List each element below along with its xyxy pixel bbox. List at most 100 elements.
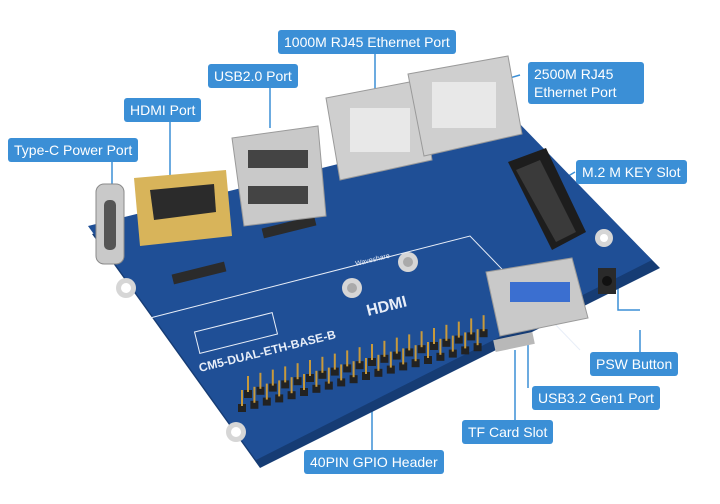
gpio-pin [451, 335, 454, 352]
gpio-pin-base [312, 384, 321, 393]
gpio-pin-base [399, 362, 408, 371]
gpio-pin [377, 354, 380, 371]
gpio-pin [383, 340, 386, 357]
gpio-pin [259, 372, 262, 389]
gpio-pin-base [287, 391, 296, 400]
gpio-pin [389, 351, 392, 368]
gpio-pin-base [417, 345, 426, 354]
gpio-pin [309, 360, 311, 376]
usb32-port [485, 257, 589, 337]
gpio-pin [346, 350, 349, 367]
gpio-pin [395, 337, 398, 354]
gpio-pin-base [244, 390, 252, 398]
gpio-pin [408, 334, 411, 351]
gpio-pin [476, 329, 479, 346]
gpio-callout: 40PIN GPIO Header [304, 450, 444, 474]
gpio-pin-base [374, 368, 383, 377]
gpio-pin-base [355, 361, 364, 370]
gpio-pin [296, 363, 299, 380]
m2-slot [508, 148, 586, 250]
gpio-pin-base [238, 404, 246, 412]
gpio-pin-base [362, 372, 370, 380]
gpio-pin-base [262, 397, 271, 406]
gpio-pin-base [300, 388, 308, 396]
gpio-pin-base [343, 364, 352, 373]
typec-callout: Type-C Power Port [8, 138, 139, 162]
ethernet-2500m-callout-line1: 2500M RJ45 [534, 66, 614, 82]
gpio-pin-base [461, 346, 470, 355]
gpio-pin [271, 369, 274, 386]
usb20-callout: USB2.0 Port [208, 64, 298, 88]
gpio-pin-base [392, 351, 401, 360]
gpio-pin-base [454, 335, 463, 344]
gpio-pin [482, 315, 485, 332]
gpio-pin-base [479, 329, 488, 338]
gpio-pin-base [405, 348, 414, 357]
psw-button [598, 268, 616, 294]
gpio-pin [321, 356, 324, 373]
gpio-pin [371, 344, 373, 360]
gpio-pin [340, 364, 343, 381]
gpio-header [238, 315, 488, 412]
gpio-pin-base [424, 356, 432, 364]
gpio-pin [327, 367, 330, 384]
gpio-pin [303, 374, 305, 390]
gpio-pin [464, 332, 467, 349]
gpio-pin-base [337, 378, 346, 387]
ethernet-2500m-callout: 2500M RJ45 Ethernet Port [528, 62, 644, 104]
gpio-pin [241, 390, 243, 406]
gpio-pin-base [430, 342, 438, 350]
gpio-pin-base [368, 358, 376, 366]
typec-port [95, 183, 125, 265]
gpio-pin [433, 328, 435, 344]
gpio-pin [247, 376, 249, 392]
gpio-pin [445, 324, 448, 341]
gpio-pin-base [281, 380, 290, 389]
gpio-pin [439, 338, 442, 355]
gpio-pin-base [380, 354, 389, 363]
gpio-pin [402, 348, 405, 365]
gpio-pin-base [411, 359, 420, 368]
gpio-pin [265, 383, 268, 400]
psw-callout: PSW Button [590, 352, 679, 376]
gpio-pin [427, 342, 429, 358]
rj45-1000m-port [325, 79, 433, 181]
tf-callout: TF Card Slot [462, 420, 554, 444]
gpio-pin [358, 347, 361, 364]
gpio-pin-base [349, 375, 358, 384]
ethernet-2500m-callout-line2: Ethernet Port [534, 84, 617, 100]
gpio-pin [253, 386, 256, 403]
hdmi-callout: HDMI Port [124, 98, 202, 122]
hdmi-port [134, 170, 232, 246]
gpio-pin [420, 331, 423, 348]
gpio-pin-base [473, 343, 482, 352]
gpio-pin-base [448, 349, 457, 358]
gpio-pin-base [275, 394, 284, 403]
gpio-pin [365, 358, 367, 374]
gpio-pin [278, 380, 281, 397]
gpio-pin [414, 345, 417, 362]
gpio-pin [457, 321, 460, 338]
gpio-pin-base [250, 400, 259, 409]
gpio-pin [470, 318, 473, 335]
gpio-pin-base [330, 367, 339, 376]
gpio-pin [284, 366, 287, 383]
gpio-pin [333, 353, 336, 370]
tf-card-slot [493, 331, 535, 353]
gpio-pin-base [386, 365, 395, 374]
usb32-callout: USB3.2 Gen1 Port [532, 386, 660, 410]
gpio-pin-base [467, 332, 476, 341]
gpio-pin [290, 377, 293, 394]
gpio-pin-base [268, 383, 277, 392]
gpio-pin-base [324, 381, 333, 390]
m2-callout: M.2 M KEY Slot [576, 160, 687, 184]
gpio-pin-base [306, 374, 314, 382]
ethernet-1000m-callout: 1000M RJ45 Ethernet Port [278, 30, 456, 54]
gpio-pin [315, 370, 318, 387]
gpio-pin [352, 361, 355, 378]
gpio-pin-base [318, 370, 327, 379]
gpio-pin-base [256, 386, 265, 395]
gpio-pin-base [293, 377, 302, 386]
usb20-port [231, 125, 327, 227]
